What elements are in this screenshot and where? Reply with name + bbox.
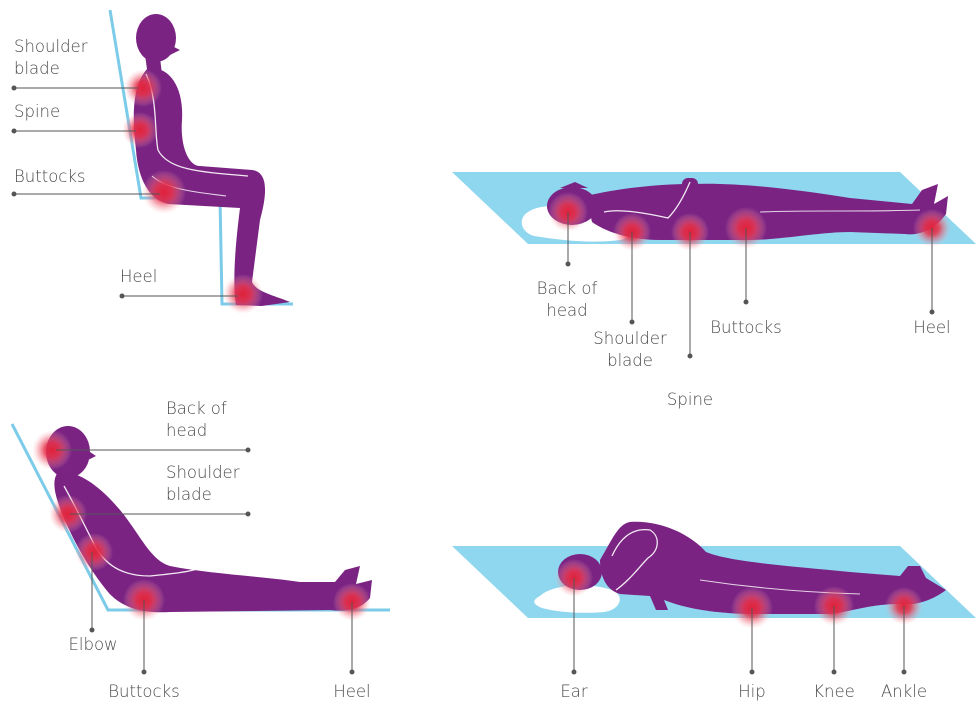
label-line: Back of [166,398,227,420]
sitting-body [134,14,290,306]
label-reclining-back-of-head: Back of head [166,398,227,442]
label-sitting-heel: Heel [120,266,157,288]
hotspot-sitting-heel [223,274,263,314]
label-sitting-spine: Spine [14,101,60,123]
side-lying-panel [452,522,976,674]
hotspot-sitting-spine [122,112,158,148]
label-supine-heel: Heel [913,317,950,339]
label-line: Shoulder [593,328,666,350]
label-sitting-shoulder-blade: Shoulder blade [14,36,87,80]
label-supine-back-of-head: Back of head [537,278,598,322]
label-line: Back of [537,278,598,300]
label-side-lying-knee: Knee [813,681,855,703]
label-reclining-shoulder-blade: Shoulder blade [166,462,239,506]
label-line: blade [14,58,87,80]
label-line: Shoulder [14,36,87,58]
label-sitting-buttocks: Buttocks [14,166,86,188]
label-reclining-elbow: Elbow [68,634,117,656]
label-supine-buttocks: Buttocks [710,317,782,339]
label-line: blade [593,350,666,372]
label-line: blade [166,484,239,506]
label-supine-shoulder-blade: Shoulder blade [593,328,666,372]
hotspot-sitting-buttocks [142,170,186,214]
label-reclining-buttocks: Buttocks [108,681,180,703]
label-side-lying-ear: Ear [560,681,587,703]
label-supine-spine: Spine [667,389,713,411]
label-side-lying-ankle: Ankle [881,681,927,703]
label-reclining-heel: Heel [333,681,370,703]
hotspot-reclining-elbow [75,533,113,571]
label-side-lying-hip: Hip [738,681,765,703]
label-line: head [166,420,227,442]
label-line: head [537,300,598,322]
label-line: Shoulder [166,462,239,484]
